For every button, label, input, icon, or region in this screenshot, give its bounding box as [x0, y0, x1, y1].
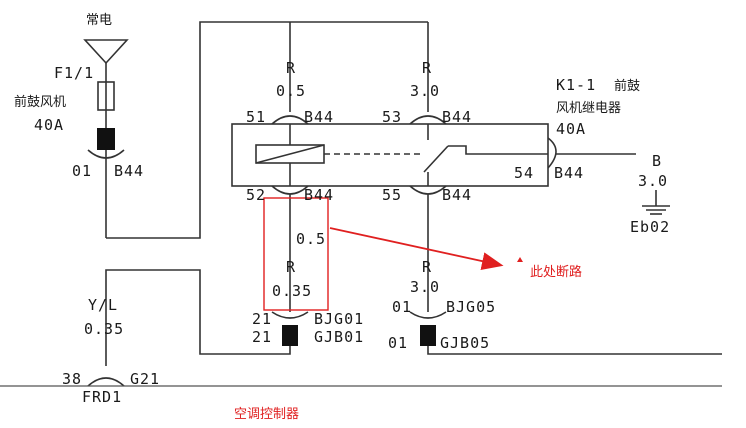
relay-name-line2: 风机继电器 [556, 101, 621, 116]
relay-body [231, 115, 557, 195]
mid-right-wire-color: R [422, 258, 432, 276]
ground-circuit [556, 153, 670, 215]
top-left-wire-size: 0.5 [276, 82, 306, 100]
bjg05-pin: 01 [392, 298, 412, 316]
frd1-code: FRD1 [82, 388, 122, 406]
bjg05-code: BJG05 [446, 298, 496, 316]
relay-pin-55: 55 [382, 186, 402, 204]
relay-pin-52-code: B44 [304, 186, 334, 204]
top-right-wire-color: R [422, 59, 432, 77]
relay-name-line1: 前鼓 [614, 78, 640, 94]
frd1-pin-right: G21 [130, 370, 160, 388]
mid-left-wire-size: 0.35 [272, 282, 312, 300]
gjb01-code: GJB01 [314, 328, 364, 346]
fault-marker-icon [517, 257, 523, 262]
fuse-id: F1/1 [54, 64, 94, 82]
fuse-rating: 40A [34, 116, 64, 134]
relay-rating: 40A [556, 120, 586, 138]
relay-pin-53: 53 [382, 108, 402, 126]
relay-pin-54: 54 [514, 164, 534, 182]
relay-pin-54-code: B44 [554, 164, 584, 182]
mid-left-wire-size-upper: 0.5 [296, 230, 326, 248]
fuse-symbol [97, 81, 115, 128]
fuse-name: 前鼓风机 [14, 94, 66, 110]
relay-pin-52: 52 [246, 186, 266, 204]
mid-right-wire-size: 3.0 [410, 278, 440, 296]
top-left-wire-color: R [286, 59, 296, 77]
power-source-icon [83, 39, 129, 82]
top-right-wire-size: 3.0 [410, 82, 440, 100]
ground-wire-color: B [652, 152, 662, 170]
gjb05-pin: 01 [388, 334, 408, 352]
yl-wire-size: 0.35 [84, 320, 124, 338]
mid-left-wire-color: R [286, 258, 296, 276]
fuse-connector-code: B44 [114, 162, 144, 180]
break-annotation: 此处断路 [530, 264, 582, 280]
lower-wires [0, 194, 722, 387]
fault-highlight-box [263, 197, 329, 311]
gjb01-pin: 21 [252, 328, 272, 346]
relay-pin-51-code: B44 [304, 108, 334, 126]
fuse-connector-pin: 01 [72, 162, 92, 180]
gjb05-code: GJB05 [440, 334, 490, 352]
yl-wire-color: Y/L [88, 296, 118, 314]
power-bus [106, 21, 429, 239]
power-label: 常电 [86, 13, 112, 28]
bjg01-pin: 21 [252, 310, 272, 328]
controller-label: 空调控制器 [234, 407, 299, 422]
ground-wire-size: 3.0 [638, 172, 668, 190]
fuse-connector [87, 128, 125, 238]
relay-pin-55-code: B44 [442, 186, 472, 204]
relay-id: K1-1 [556, 76, 596, 94]
fault-arrow [329, 227, 504, 270]
bjg01-code: BJG01 [314, 310, 364, 328]
relay-pin-53-code: B44 [442, 108, 472, 126]
relay-pin-51: 51 [246, 108, 266, 126]
frd1-pin-left: 38 [62, 370, 82, 388]
ground-point: Eb02 [630, 218, 670, 236]
